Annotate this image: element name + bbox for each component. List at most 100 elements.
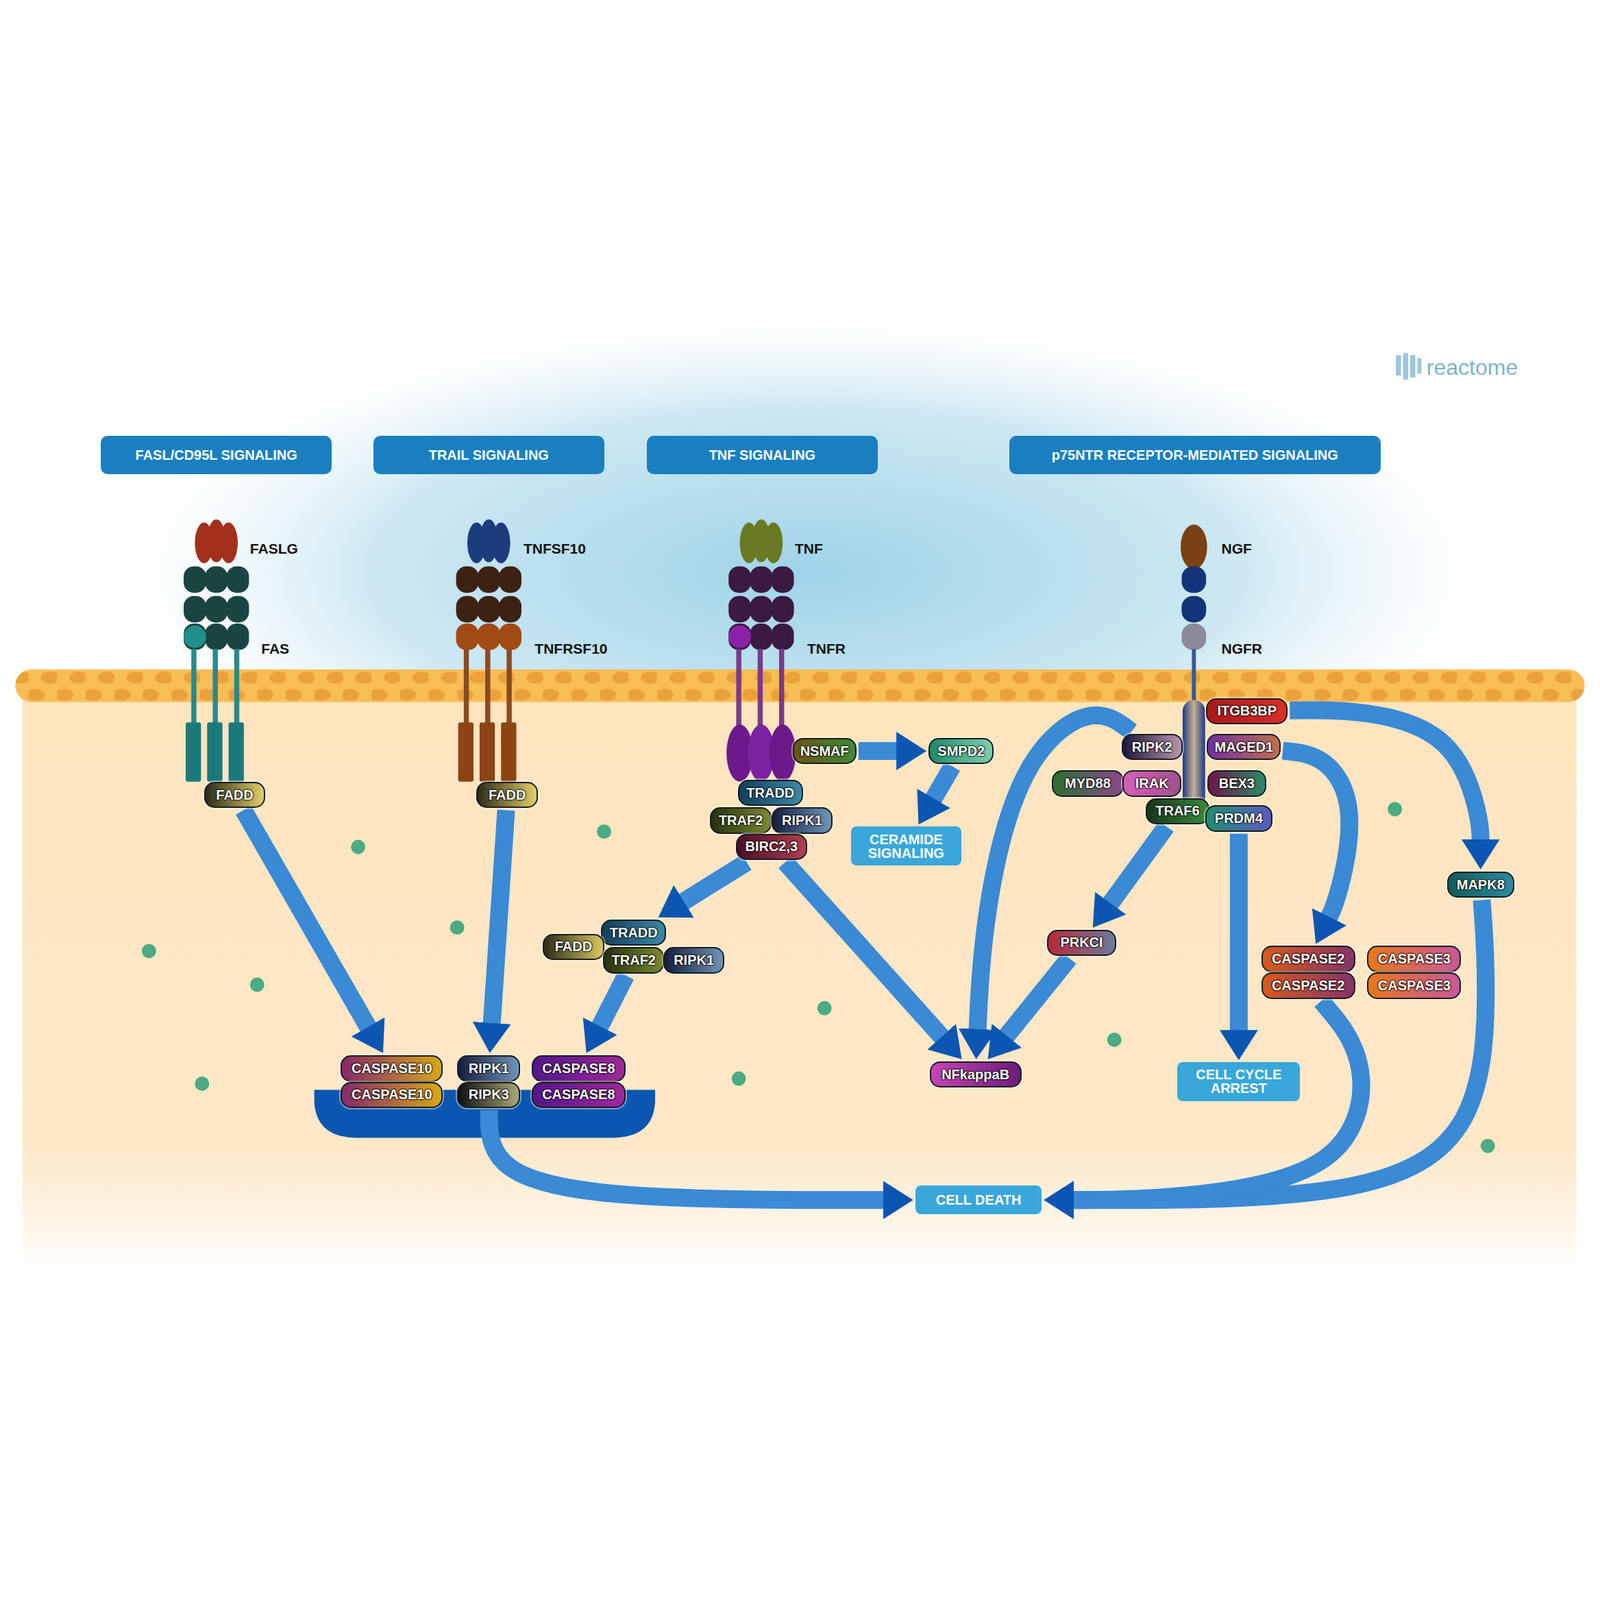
protein-pill: TRADD: [600, 919, 667, 947]
protein-pill: FADD: [476, 781, 538, 809]
protein-pill: PRKCI: [1047, 929, 1117, 957]
node-text: RIPK3: [468, 1086, 510, 1103]
node-text: CASPASE2: [1271, 977, 1345, 994]
watermark: reactome: [1426, 354, 1518, 381]
protein-pill: TRAF2: [709, 807, 771, 834]
node-text: CASPASE8: [542, 1086, 615, 1103]
signal-arrow: [1282, 751, 1350, 923]
node-text: PRDM4: [1214, 810, 1263, 827]
process-box: CERAMIDE SIGNALING: [851, 826, 962, 866]
node-text: CASPASE3: [1377, 977, 1451, 994]
protein-pill: RIPK1: [457, 1055, 521, 1082]
protein-pill: NFkappaB: [929, 1061, 1022, 1089]
signal-arrow: [489, 1110, 889, 1200]
signal-arrow: [858, 742, 902, 760]
protein-pill: TRAF6: [1145, 798, 1209, 826]
node-text: BIRC2,3: [744, 838, 798, 855]
signal-arrow: [491, 809, 506, 1028]
protein-pill: CASPASE10: [340, 1055, 443, 1082]
protein-pill: CASPASE2: [1261, 945, 1356, 973]
protein-pill: MYD88: [1051, 770, 1124, 797]
protein-pill: RIPK1: [771, 807, 833, 834]
node-text: TRAF6: [1155, 803, 1200, 819]
protein-pill: ITGB3BP: [1205, 698, 1288, 725]
pathway-header: FASL/CD95L SIGNALING: [100, 435, 332, 475]
protein-pill: MAPK8: [1447, 871, 1515, 899]
node-text: FADD: [488, 787, 526, 804]
node-text: TRAIL SIGNALING: [428, 447, 549, 464]
signal-arrow: [243, 809, 371, 1032]
pathway-header: TNF SIGNALING: [646, 435, 878, 475]
receptor-label: NGF: [1221, 540, 1252, 558]
node-text: CELL CYCLE ARREST: [1182, 1067, 1295, 1095]
node-text: RIPK1: [781, 812, 823, 829]
pathway-header: p75NTR RECEPTOR-MEDIATED SIGNALING: [1009, 435, 1381, 475]
protein-pill: RIPK2: [1121, 733, 1183, 761]
protein-pill: CASPASE3: [1367, 972, 1461, 1000]
protein-pill: TRADD: [737, 779, 804, 807]
node-text: TNF SIGNALING: [709, 447, 817, 464]
node-text: MAGED1: [1214, 739, 1274, 756]
receptor-label: FASLG: [250, 540, 299, 558]
node-text: IRAK: [1135, 775, 1169, 792]
protein-pill: CASPASE10: [340, 1081, 443, 1109]
node-text: SMPD2: [937, 743, 985, 760]
protein-pill: CASPASE3: [1367, 945, 1461, 973]
node-text: CASPASE10: [351, 1086, 432, 1103]
signal-arrow: [597, 975, 626, 1032]
node-text: TRAF2: [718, 812, 763, 829]
protein-pill: CASPASE8: [531, 1055, 626, 1082]
protein-pill: BEX3: [1207, 770, 1267, 797]
node-text: ITGB3BP: [1216, 703, 1277, 719]
node-text: TRADD: [746, 785, 795, 802]
protein-pill: FADD: [542, 933, 604, 961]
receptor-label: NGFR: [1221, 640, 1263, 658]
protein-pill: FADD: [204, 781, 266, 809]
protein-pill: CASPASE8: [531, 1081, 626, 1109]
node-text: CASPASE2: [1271, 951, 1345, 967]
signal-arrow: [1289, 709, 1481, 845]
protein-pill: NSMAF: [792, 737, 857, 765]
node-text: NFkappaB: [941, 1066, 1010, 1083]
protein-pill: RIPK3: [457, 1081, 521, 1109]
node-text: CASPASE8: [542, 1060, 615, 1077]
node-text: RIPK1: [468, 1060, 510, 1077]
process-box: CELL CYCLE ARREST: [1177, 1062, 1300, 1102]
protein-pill: MAGED1: [1206, 733, 1281, 761]
node-text: RIPK1: [673, 952, 715, 969]
node-text: PRKCI: [1060, 934, 1103, 951]
signal-arrow: [1068, 1001, 1361, 1200]
protein-pill: SMPD2: [928, 737, 994, 765]
protein-pill: BIRC2,3: [735, 833, 808, 861]
receptor-label: FAS: [261, 640, 290, 658]
signal-arrow: [1229, 833, 1248, 1037]
protein-pill: RIPK1: [663, 946, 725, 974]
node-text: CASPASE3: [1377, 951, 1451, 967]
signal-arrow: [1068, 899, 1486, 1200]
receptor-label: TNFR: [807, 640, 846, 658]
protein-pill: IRAK: [1122, 770, 1182, 797]
process-box: CELL DEATH: [915, 1185, 1043, 1215]
node-text: CERAMIDE SIGNALING: [856, 832, 956, 860]
protein-pill: CASPASE2: [1261, 972, 1356, 1000]
protein-pill: PRDM4: [1205, 805, 1273, 832]
signal-arrow: [1003, 957, 1069, 1040]
signal-arrow: [931, 766, 953, 804]
node-text: FADD: [555, 938, 593, 955]
node-text: FASL/CD95L SIGNALING: [135, 447, 298, 464]
signal-arrow: [679, 862, 747, 904]
signal-arrow: [1107, 826, 1167, 908]
signal-arrow: [977, 715, 1132, 1035]
receptor-label: TNF: [794, 540, 823, 558]
receptor-label: TNFRSF10: [534, 640, 608, 658]
node-text: MAPK8: [1456, 877, 1505, 893]
signal-arrow: [785, 862, 946, 1041]
node-text: CASPASE10: [351, 1060, 432, 1077]
node-text: RIPK2: [1131, 739, 1173, 756]
node-text: TRADD: [609, 925, 658, 941]
node-text: CELL DEATH: [936, 1192, 1022, 1207]
node-text: BEX3: [1219, 775, 1255, 792]
node-text: MYD88: [1064, 775, 1111, 792]
receptor-label: TNFSF10: [523, 540, 586, 558]
